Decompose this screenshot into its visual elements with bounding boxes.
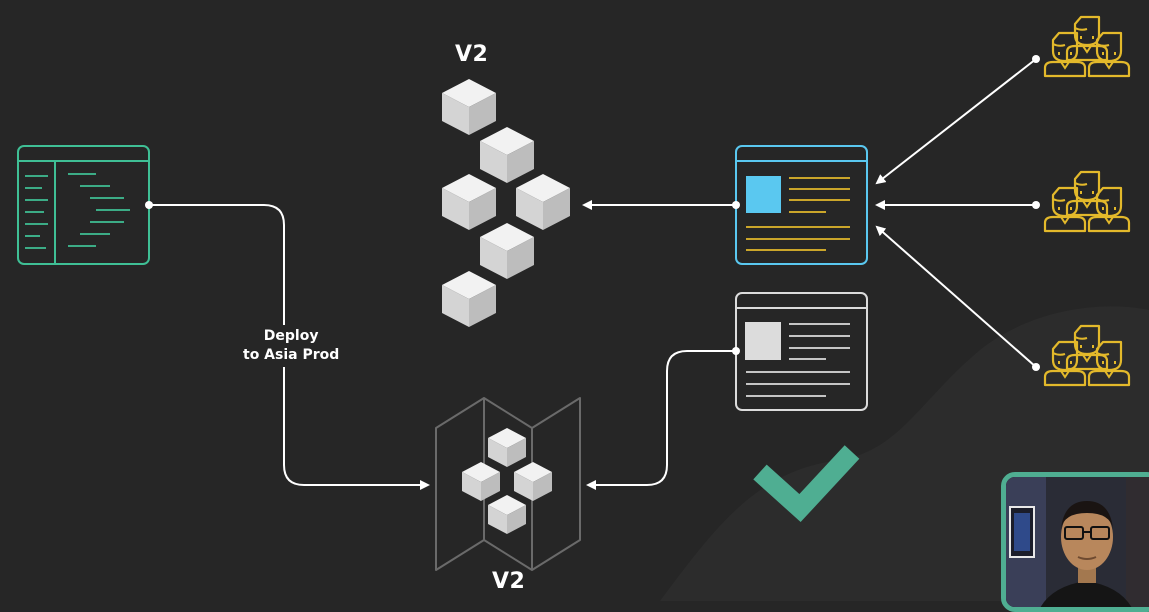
user-group-icon — [1045, 172, 1129, 231]
deploy-label-line2: to Asia Prod — [243, 347, 340, 363]
folded-map-icon — [435, 397, 581, 571]
checkmark-icon — [753, 445, 860, 523]
deploy-label: Deploy to Asia Prod — [239, 325, 344, 367]
user-arrow-middle-dot — [1032, 201, 1040, 209]
inactive-route-dot — [732, 347, 740, 355]
inactive-webpage-icon — [735, 292, 868, 411]
top-version-label: V2 — [455, 42, 489, 67]
user-arrow-top-dot — [1032, 55, 1040, 63]
user-arrow-bottom-dot — [1032, 363, 1040, 371]
traffic-arrow-dot — [732, 201, 740, 209]
bottom-version-label: V2 — [492, 569, 526, 594]
cube-cluster-icon — [442, 79, 570, 327]
user-group-icon — [1045, 17, 1129, 76]
active-webpage-icon — [735, 145, 868, 265]
deploy-arrow-start-dot — [145, 201, 153, 209]
code-editor-icon — [17, 145, 150, 265]
deploy-label-line1: Deploy — [263, 328, 319, 344]
presenter-video — [1006, 477, 1149, 607]
inactive-route-arrow — [586, 350, 736, 490]
webcam-presenter — [1001, 472, 1149, 612]
user-arrow-top — [875, 58, 1037, 185]
user-arrow-bottom — [875, 225, 1037, 368]
